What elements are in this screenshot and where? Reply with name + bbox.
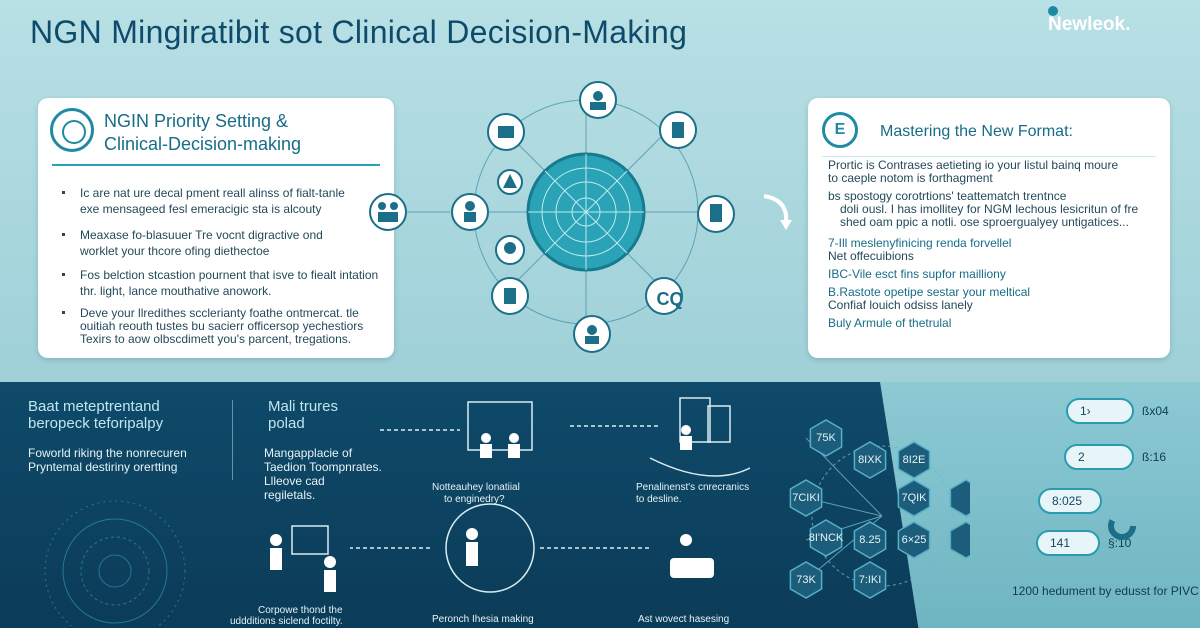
cq-icon [645, 277, 683, 315]
hex-label: 73K [796, 574, 816, 586]
caption-1-line-2: to enginedry? [444, 494, 505, 505]
col1-body-1: Foworld riking the nonrecuren [28, 446, 187, 460]
bullet-1-line-2: exe mensageed fesl emeracigic sta is alc… [80, 202, 322, 216]
hex-label: 7CIKI [792, 492, 820, 504]
new-format-line: Net offecuibions [828, 249, 914, 263]
caption-3-line-1: Corpowe thond the [258, 605, 343, 616]
server-icon [679, 397, 711, 443]
caption-2-line-2: to desline. [636, 494, 682, 505]
hex-node [897, 521, 931, 559]
new-format-line: doli ousl. I has imollitey for NGM lecho… [840, 202, 1139, 216]
card-title-line-2: Clinical-Decision-making [104, 134, 302, 154]
arrow-icon [763, 194, 789, 223]
hex-network [789, 419, 970, 599]
new-format-line: Buly Armule of thetrulal [828, 316, 952, 330]
hex-node [853, 441, 887, 479]
col1-head-1: Baat meteptrentand [28, 398, 160, 415]
page-title: NGN Mingiratibit sot Clinical Decision-M… [30, 14, 688, 50]
new-format-line: to caeple notom is forthagment [828, 171, 993, 185]
new-format-line: bs spostogy corotrtions' teattematch tre… [828, 189, 1067, 203]
hex-node [949, 521, 970, 559]
metric-pill: 2 [1064, 444, 1134, 470]
brand-name: Newleok. [1048, 14, 1131, 35]
card-divider [52, 164, 380, 166]
bullet-2-line-1: Meaxase fo-blasuuer Tre vocnt digractive… [62, 228, 323, 242]
new-format-line: 7-Ill meslenyfinicing renda forvellel [828, 236, 1012, 250]
hex-node [897, 441, 931, 479]
caption-5: Ast wovect hasesing [638, 614, 730, 625]
col1-body-2: Pryntemal destiriny orertting [28, 460, 178, 474]
bullet-1-line-1: Ic are nat ure decal pment reall alinss … [62, 186, 345, 200]
col2-head-1: Mali trures [268, 398, 339, 415]
hex-node [809, 519, 843, 557]
cq-text: CQ [656, 289, 684, 309]
metric-value: ßx04 [1142, 404, 1169, 418]
student-icon [324, 556, 336, 568]
hex-label: 8.25 [859, 534, 881, 546]
arrow-head-icon [780, 220, 792, 230]
brand-logo-icon [1048, 6, 1058, 16]
hex-label: 8I2E [902, 454, 926, 466]
col2-head-2: polad [268, 415, 305, 432]
hex-label: 75K [816, 432, 836, 444]
column-divider [232, 400, 233, 480]
hex-label: 6×25 [901, 534, 927, 546]
new-format-title: Mastering the New Format: [880, 123, 1073, 140]
new-format-line: Confiaf louich odsiss lanely [828, 298, 973, 312]
new-format-line: shed oam ppic a notli. ose sproergualyey… [840, 215, 1129, 229]
new-format-line: B.Rastote opetipe sestar your meltical [828, 285, 1031, 299]
col2-body-1: Mangapplacie of [264, 446, 353, 460]
bullet-4-line-3: Texirs to aow olbscdimett you's parcent,… [80, 332, 352, 346]
caption-3-line-2: uddditions siclend foctilty. [230, 616, 343, 627]
caption-2-line-1: Penalinenst's cnrecranics [636, 482, 750, 493]
hex-node [853, 561, 887, 599]
brainstorm-board-icon [467, 401, 533, 451]
donut-chart-icon [1108, 512, 1136, 540]
bullet-2-line-2: worklet your thcore ofing diethectoe [80, 244, 270, 258]
metric-pill: 8:025 [1038, 488, 1102, 514]
nurse-figure-icon [466, 528, 478, 540]
card-divider [822, 156, 1156, 157]
teacher-icon [270, 534, 282, 546]
bullet-4-line-2: ouitiah reouth tustes bu sacierr officer… [80, 319, 364, 333]
hex-label: 7QIK [901, 492, 927, 504]
chart-board-icon [291, 525, 329, 555]
col2-body-2: Taedion Toompnrates. [264, 460, 382, 474]
hex-node [789, 561, 823, 599]
hex-node [853, 521, 887, 559]
card-title-line-1: NGIN Priority Setting & [104, 111, 289, 131]
new-format-card: E Mastering the New Format: Prortic is C… [808, 98, 1170, 358]
col1-head-2: beropeck teforipalpy [28, 415, 164, 432]
new-format-line: Prortic is Contrases aetieting io your l… [828, 158, 1119, 172]
wheel-icon [50, 108, 94, 152]
metric-pill: 1› [1066, 398, 1134, 424]
hex-label: 7:IKI [858, 574, 882, 586]
hex-node [809, 419, 843, 457]
metric-pill: 141 [1036, 530, 1100, 556]
caption-1-line-1: Notteauhey lonatiial [432, 482, 520, 493]
col2-body-4: regiletals. [264, 488, 316, 502]
hex-node [949, 479, 970, 517]
decision-hub-diagram [369, 81, 792, 353]
hex-node [897, 479, 931, 517]
bullet-4-line-1: Deve your llredithes scclerianty foathe … [62, 306, 359, 320]
priority-setting-card: NGIN Priority Setting & Clinical-Decisio… [38, 98, 394, 358]
metric-value: ß:16 [1142, 450, 1167, 464]
hex-label: 8IXK [858, 454, 882, 466]
bullet-3-line-2: thr. light, lance mouthative anowork. [80, 284, 272, 298]
caption-4: Peronch Ihesia making [432, 614, 534, 625]
excel-e-icon: E [822, 112, 858, 148]
radar-graphic [44, 500, 186, 626]
laptop-icon [670, 558, 714, 578]
footer-note: 1200 hedument by edusst for PIVC [1012, 584, 1199, 598]
hex-node [789, 479, 823, 517]
new-format-line: IBC-Vile esct fins supfor mailliony [828, 267, 1006, 281]
hex-label: 8I'NCK [808, 532, 844, 544]
decision-circle-icon [445, 503, 535, 593]
workflow-illustrations [270, 397, 751, 593]
col2-body-3: Llleove cad [264, 474, 325, 488]
bullet-3-line-1: Fos belction stcastion pournent that isv… [61, 268, 379, 282]
